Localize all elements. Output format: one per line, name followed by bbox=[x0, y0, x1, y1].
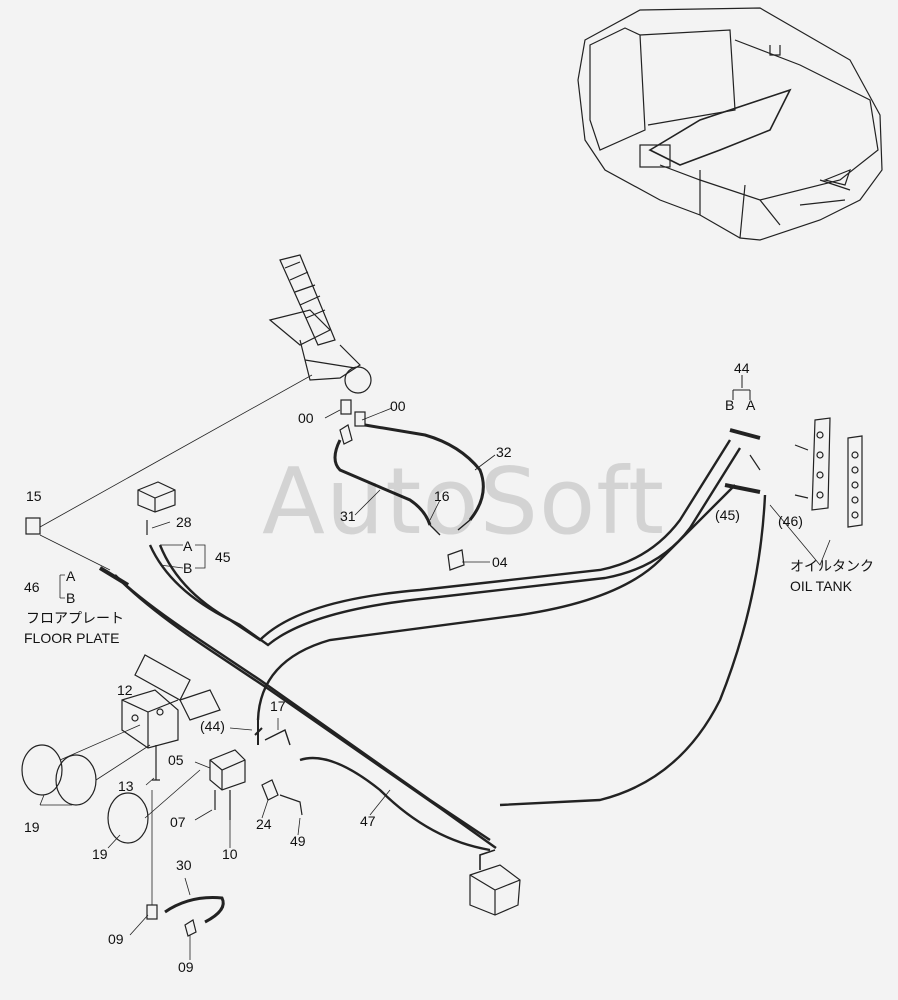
label-44-paren: (44) bbox=[200, 718, 225, 734]
label-04: 04 bbox=[492, 554, 508, 570]
label-17: 17 bbox=[270, 698, 286, 714]
label-12: 12 bbox=[117, 682, 133, 698]
label-44-b: B bbox=[725, 397, 735, 413]
hose-return bbox=[499, 494, 767, 807]
travel-pedal-drawing bbox=[268, 254, 372, 394]
hose-31 bbox=[333, 439, 432, 526]
label-16: 16 bbox=[434, 488, 450, 504]
label-10: 10 bbox=[222, 846, 238, 862]
hose-30 bbox=[164, 896, 225, 924]
hose-to-valve-b bbox=[119, 579, 497, 849]
label-19-right: 19 bbox=[92, 846, 108, 862]
label-28: 28 bbox=[176, 514, 192, 530]
label-07: 07 bbox=[170, 814, 186, 830]
label-00-left: 00 bbox=[298, 410, 314, 426]
control-valve bbox=[469, 849, 521, 916]
label-05: 05 bbox=[168, 752, 184, 768]
floor-plate-bracket bbox=[121, 654, 221, 749]
label-46-a: A bbox=[66, 568, 76, 584]
leader-lines bbox=[39, 407, 496, 960]
floor-plate-label-jp: フロアプレート bbox=[26, 610, 124, 626]
label-45-paren: (45) bbox=[715, 507, 740, 523]
label-49: 49 bbox=[290, 833, 306, 849]
label-44-a: A bbox=[746, 397, 756, 413]
caps-19 bbox=[21, 724, 201, 844]
label-45-b: B bbox=[183, 560, 193, 576]
block-05 bbox=[209, 729, 303, 820]
hose-47 bbox=[299, 756, 491, 852]
hose-bundle-b bbox=[158, 447, 742, 647]
label-30: 30 bbox=[176, 857, 192, 873]
oil-tank-label-jp: オイルタンク bbox=[790, 558, 874, 574]
excavator-overview-drawing bbox=[577, 7, 883, 241]
part-28-block bbox=[137, 481, 176, 535]
label-44: 44 bbox=[734, 360, 750, 376]
label-31: 31 bbox=[340, 508, 356, 524]
oil-tank-plates bbox=[749, 417, 863, 566]
label-00-right: 00 bbox=[390, 398, 406, 414]
label-46: 46 bbox=[24, 579, 40, 595]
label-24: 24 bbox=[256, 816, 272, 832]
label-09-bottom: 09 bbox=[178, 959, 194, 975]
label-46-b: B bbox=[66, 590, 76, 606]
label-46-paren: (46) bbox=[778, 513, 803, 529]
label-13: 13 bbox=[118, 778, 134, 794]
oil-tank-label-en: OIL TANK bbox=[790, 578, 852, 594]
label-32: 32 bbox=[496, 444, 512, 460]
label-47: 47 bbox=[360, 813, 376, 829]
label-19-left: 19 bbox=[24, 819, 40, 835]
autosoft-watermark: AutoSoft bbox=[262, 448, 666, 555]
label-45: 45 bbox=[215, 549, 231, 565]
pedal-fittings bbox=[339, 399, 366, 445]
hose-32 bbox=[364, 423, 485, 521]
floor-plate-label-en: FLOOR PLATE bbox=[24, 630, 120, 646]
label-09-left: 09 bbox=[108, 931, 124, 947]
label-15: 15 bbox=[26, 488, 42, 504]
label-45-a: A bbox=[183, 538, 193, 554]
hose-44-line bbox=[256, 484, 736, 721]
hose-bundle-a bbox=[148, 439, 732, 642]
